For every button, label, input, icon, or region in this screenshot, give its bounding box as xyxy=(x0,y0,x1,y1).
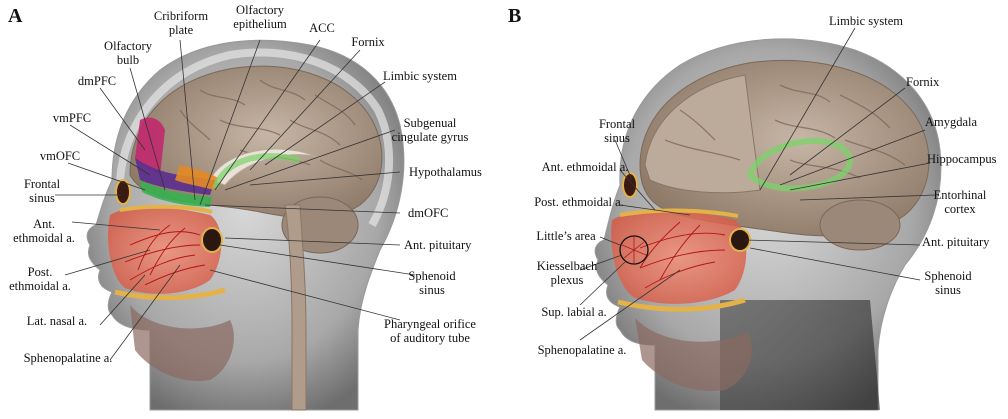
nasal-cavity-b xyxy=(611,211,747,304)
panel-a-letter: A xyxy=(8,5,23,27)
limbic-loop-b xyxy=(746,137,853,192)
brainstem-a xyxy=(284,204,307,411)
label-ant-ethmoidal-b: Ant. ethmoidal a. xyxy=(542,160,629,174)
cribriform-b xyxy=(619,208,739,218)
label-post-ethmoidal-a: Post.ethmoidal a. xyxy=(9,265,71,293)
label-post-ethmoidal-b: Post. ethmoidal a. xyxy=(534,195,624,209)
pfc-orange-a xyxy=(175,165,218,190)
label-hypothalamus: Hypothalamus xyxy=(409,165,482,179)
label-limbic-system-b: Limbic system xyxy=(829,14,903,28)
leaders-a xyxy=(55,39,416,361)
label-sphenopalatine-b: Sphenopalatine a. xyxy=(538,343,627,357)
label-limbic-system-a: Limbic system xyxy=(383,69,457,83)
label-sup-labial: Sup. labial a. xyxy=(541,305,606,319)
kiesselbach-vessels xyxy=(621,236,647,264)
pfc-purple-a xyxy=(135,158,215,195)
cribriform-a xyxy=(119,204,213,214)
panel-b-letter: B xyxy=(508,5,521,27)
skull-a xyxy=(116,48,394,227)
palate-b xyxy=(617,297,746,312)
pfc-magenta-a xyxy=(135,117,165,175)
limbic-a xyxy=(212,153,301,190)
label-ant-pituitary-a: Ant. pituitary xyxy=(404,238,472,252)
label-hippocampus: Hippocampus xyxy=(927,152,997,166)
palate-a xyxy=(114,287,226,301)
frontal-sinus-b xyxy=(622,172,638,198)
label-acc: ACC xyxy=(309,21,335,35)
sphenoid-sinus-a xyxy=(201,227,223,253)
label-vmofc: vmOFC xyxy=(40,149,80,163)
label-vmpfc: vmPFC xyxy=(53,111,91,125)
label-fornix-a: Fornix xyxy=(351,35,385,49)
frontal-sinus-a xyxy=(115,179,131,205)
label-ant-ethmoidal-a: Ant.ethmoidal a. xyxy=(13,217,75,245)
pfc-green-a xyxy=(140,180,212,207)
nasal-arteries-b xyxy=(639,221,726,289)
label-fornix-b: Fornix xyxy=(906,75,940,89)
label-dmofc: dmOFC xyxy=(408,206,448,220)
label-lat-nasal: Lat. nasal a. xyxy=(27,314,87,328)
gyri-b xyxy=(664,84,906,179)
label-amygdala: Amygdala xyxy=(925,115,978,129)
neck-b xyxy=(720,300,880,410)
oral-a xyxy=(130,305,234,381)
label-sphenopalatine-a: Sphenopalatine a. xyxy=(24,351,113,365)
label-littles-area: Little’s area xyxy=(536,229,596,243)
oral-b xyxy=(635,318,752,391)
gyri-a xyxy=(179,79,363,181)
leaders-b xyxy=(579,27,936,341)
brain-medial-b xyxy=(644,74,761,194)
label-ant-pituitary-b: Ant. pituitary xyxy=(922,235,990,249)
label-dmpfc: dmPFC xyxy=(78,74,116,88)
panel-a: A xyxy=(8,3,482,411)
cerebellum-b xyxy=(819,199,901,251)
panel-b: B xyxy=(508,5,997,411)
